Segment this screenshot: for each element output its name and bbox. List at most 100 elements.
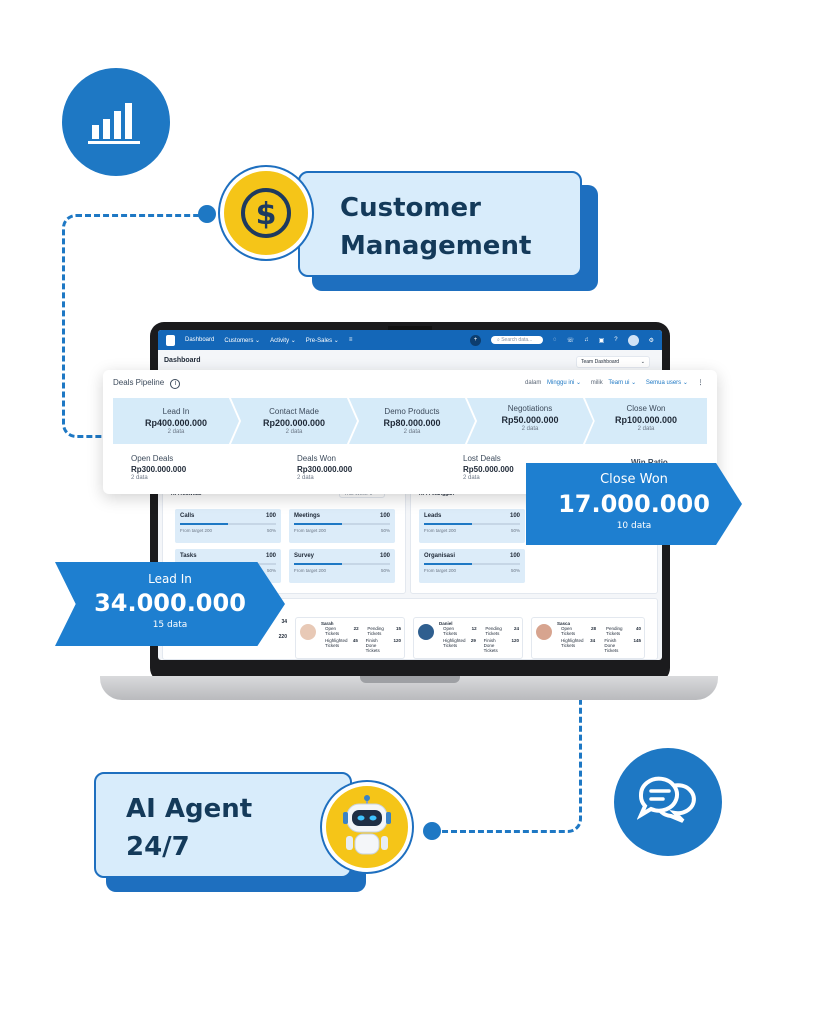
avatar bbox=[536, 624, 552, 640]
kpi-progress-fill bbox=[180, 523, 228, 525]
stage-value: Rp100.000.000 bbox=[614, 415, 678, 425]
stage-count: 2 data bbox=[167, 429, 185, 435]
stage-value: Rp50.000.000 bbox=[501, 415, 559, 425]
nav-presales[interactable]: Pre-Sales ⌄ bbox=[305, 337, 339, 344]
robot-circle bbox=[322, 782, 412, 872]
agent-highlight-label: Highlighted Tickets bbox=[443, 638, 466, 648]
app-logo-icon[interactable] bbox=[166, 334, 175, 346]
stage-count: 2 data bbox=[403, 429, 421, 435]
summary-open-deals: Open Deals Rp300.000.000 2 data bbox=[131, 454, 186, 481]
agent-name: Sasca bbox=[557, 621, 571, 626]
kpi-tile-target: From target 200 bbox=[424, 568, 457, 573]
agent-open: 22 bbox=[353, 626, 359, 631]
filter-period[interactable]: Minggu ini ⌄ bbox=[547, 380, 582, 386]
menu-icon[interactable]: ≡ bbox=[348, 337, 353, 343]
customer-management-callout: Customer Management bbox=[298, 171, 582, 277]
phone-nav-icon[interactable]: ☏ bbox=[566, 337, 575, 344]
summary-lost-deals: Lost Deals Rp50.000.000 2 data bbox=[463, 454, 514, 481]
kpi-progress-bar bbox=[294, 523, 390, 525]
kpi-tile-pct: 50% bbox=[380, 568, 390, 573]
kpi-tile-label: Survey bbox=[294, 553, 315, 559]
kpi-tile-label: Organisasi bbox=[424, 553, 456, 559]
kpi-tile-label: Tasks bbox=[180, 553, 197, 559]
stage-count: 2 data bbox=[285, 429, 303, 435]
stage-negotiations[interactable]: Negotiations Rp50.000.000 2 data bbox=[467, 398, 593, 444]
agent-open-label: Open Tickets bbox=[443, 626, 458, 636]
page-title: Dashboard bbox=[164, 357, 201, 364]
stage-close-won[interactable]: Close Won Rp100.000.000 2 data bbox=[585, 398, 707, 444]
kpi-activity-period-value: This Week bbox=[344, 491, 368, 497]
agent-stat: 220 bbox=[278, 634, 287, 640]
summary-deals-won: Deals Won Rp300.000.000 2 data bbox=[297, 454, 352, 481]
svg-text:$: $ bbox=[256, 197, 277, 232]
agent-open: 12 bbox=[471, 626, 477, 631]
lead-in-label: Lead In bbox=[148, 572, 192, 586]
close-won-count: 10 data bbox=[616, 521, 652, 531]
note-nav-icon[interactable]: ▣ bbox=[598, 337, 605, 344]
agent-card-sasca[interactable]: Sasca Open Tickets 28 Pending Tickets 40 Hi… bbox=[531, 617, 645, 659]
kpi-progress-fill bbox=[294, 523, 342, 525]
robot-icon bbox=[343, 795, 391, 855]
stage-contact-made[interactable]: Contact Made Rp200.000.000 2 data bbox=[231, 398, 357, 444]
nav-customers[interactable]: Customers ⌄ bbox=[224, 337, 261, 344]
settings-nav-icon[interactable]: ⚙ bbox=[648, 337, 654, 344]
chat-nav-icon[interactable]: ◌ bbox=[553, 337, 557, 343]
pipeline-stages: Lead In Rp400.000.000 2 data Contact Mad… bbox=[113, 398, 707, 444]
agent-open-label: Open Tickets bbox=[561, 626, 576, 636]
stage-lead-in[interactable]: Lead In Rp400.000.000 2 data bbox=[113, 398, 239, 444]
agent-pending-label: Pending Tickets bbox=[605, 626, 623, 636]
coin-circle: $ bbox=[220, 167, 312, 259]
avatar[interactable] bbox=[627, 334, 639, 346]
filter-owner-label: milik bbox=[590, 380, 603, 386]
nav-activity[interactable]: Activity ⌄ bbox=[270, 337, 296, 344]
agent-highlight-label: Highlighted Tickets bbox=[325, 638, 348, 648]
lead-in-count: 15 data bbox=[152, 620, 188, 630]
kpi-progress-fill bbox=[424, 523, 472, 525]
nav-activity-label: Activity bbox=[270, 337, 290, 344]
agent-open-label: Open Tickets bbox=[325, 626, 340, 636]
info-icon[interactable]: i bbox=[170, 379, 181, 389]
agent-highlight-label: Highlighted Tickets bbox=[561, 638, 584, 648]
summary-label: Deals Won bbox=[297, 454, 336, 463]
agent-pending: 15 bbox=[395, 626, 401, 631]
agent-pending: 40 bbox=[635, 626, 641, 631]
agent-open: 28 bbox=[590, 626, 596, 631]
filter-team[interactable]: Team ui ⌄ bbox=[608, 380, 637, 386]
bell-nav-icon[interactable]: ♫ bbox=[584, 337, 589, 343]
chat-bubbles-icon bbox=[637, 776, 696, 823]
dollar-coin-icon: $ bbox=[241, 188, 291, 238]
kpi-tile-target: From target 200 bbox=[294, 528, 327, 533]
kpi-activity-title: KPI Aktivitas bbox=[171, 491, 202, 497]
agent-finish-label: Finish Done Tickets bbox=[365, 638, 380, 653]
filter-team-value: Team ui bbox=[608, 380, 630, 386]
stage-count: 2 data bbox=[637, 426, 655, 432]
top-navbar: Dashboard Customers ⌄ Activity ⌄ Pre-Sal… bbox=[158, 330, 662, 350]
search-input[interactable]: ⌕ Search data... bbox=[491, 336, 543, 344]
filter-users[interactable]: Semua users ⌄ bbox=[645, 380, 688, 386]
view-select[interactable]: Team Dashboard ⌄ bbox=[576, 356, 650, 368]
add-icon[interactable]: + bbox=[470, 334, 481, 346]
avatar bbox=[418, 624, 434, 640]
filter-in-label: dalam bbox=[525, 380, 542, 386]
more-icon[interactable]: ⋮ bbox=[697, 380, 704, 386]
agent-finish-label: Finish Done Tickets bbox=[604, 638, 619, 653]
nav-customers-label: Customers bbox=[224, 337, 254, 344]
kpi-tile-pct: 50% bbox=[510, 568, 520, 573]
help-nav-icon[interactable]: ? bbox=[614, 337, 618, 343]
stage-demo-products[interactable]: Demo Products Rp80.000.000 2 data bbox=[349, 398, 475, 444]
close-won-label: Close Won bbox=[600, 472, 668, 487]
stage-label: Lead In bbox=[162, 407, 190, 416]
ai-agent-title-line2: 24/7 bbox=[126, 832, 190, 862]
agent-highlight: 29 bbox=[470, 638, 476, 643]
nav-dashboard[interactable]: Dashboard bbox=[185, 337, 215, 343]
bar-chart-icon bbox=[88, 103, 140, 144]
agent-name: Sarah bbox=[321, 621, 334, 626]
agent-finish: 120 bbox=[393, 638, 401, 643]
